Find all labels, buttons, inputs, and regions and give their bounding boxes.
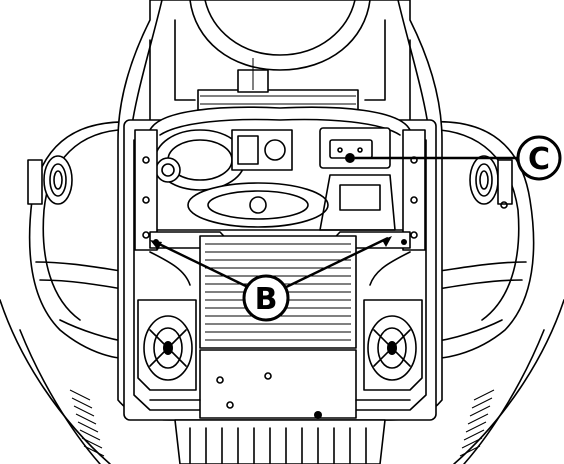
callout-c: C: [355, 135, 562, 181]
callout-b-leader-right: [279, 236, 389, 292]
left-base-grille: [69, 389, 105, 457]
callout-b: B: [150, 236, 392, 322]
callout-c-label: C: [528, 142, 550, 177]
callout-b-circle: [242, 274, 290, 322]
base-ring: [0, 299, 564, 464]
bottom-grille: [174, 419, 386, 464]
right-fan: [363, 299, 423, 391]
bottom-plate: [149, 349, 411, 419]
callout-b-leader-left: [154, 240, 255, 292]
callout-b-label: B: [255, 282, 278, 317]
right-base-grille: [459, 389, 495, 457]
left-fan: [137, 299, 197, 391]
callout-b-arrowhead-right: [382, 236, 392, 247]
callout-b-arrowhead-left: [150, 240, 162, 250]
callout-c-circle: [516, 135, 562, 181]
left-yoke-arm: [27, 121, 131, 360]
optical-module: [134, 106, 426, 251]
